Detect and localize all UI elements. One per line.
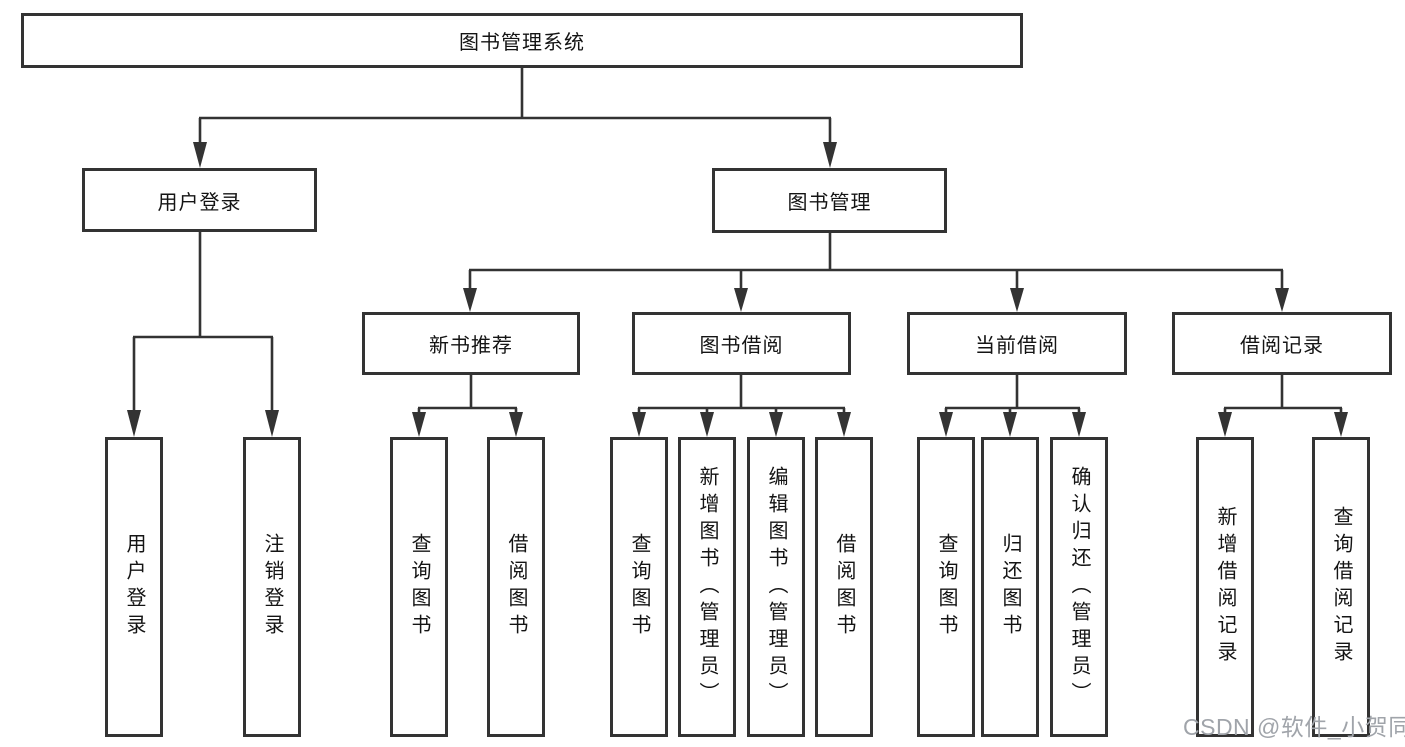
node-book-borrowing: 图书借阅 — [632, 312, 851, 375]
leaf-user-login: 用户登录 — [105, 437, 163, 737]
node-root-library-system: 图书管理系统 — [21, 13, 1023, 68]
node-label: 注销登录 — [261, 533, 283, 641]
node-label: 查询借阅记录 — [1330, 506, 1352, 668]
node-label: 新书推荐 — [429, 335, 513, 357]
node-label: 编辑图书（管理员） — [765, 465, 787, 709]
csdn-watermark: CSDN @软件_小贺同学 — [1183, 714, 1405, 740]
node-label: 查询图书 — [628, 533, 650, 641]
node-label: 用户登录 — [123, 533, 145, 641]
node-label: 新增借阅记录 — [1214, 506, 1236, 668]
node-user-login-branch: 用户登录 — [82, 168, 317, 232]
leaf-add-borrow-record: 新增借阅记录 — [1196, 437, 1254, 737]
node-label: 用户登录 — [157, 191, 242, 214]
node-label: 新增图书（管理员） — [696, 465, 718, 709]
node-label: 图书管理 — [787, 192, 872, 214]
node-label: 查询图书 — [408, 533, 430, 641]
leaf-query-borrow-record: 查询借阅记录 — [1312, 437, 1370, 737]
leaf-return-books: 归还图书 — [981, 437, 1039, 737]
node-label: 借阅图书 — [833, 533, 855, 641]
node-borrowing-records: 借阅记录 — [1172, 312, 1392, 375]
leaf-query-books-3: 查询图书 — [917, 437, 975, 737]
node-book-management-branch: 图书管理 — [712, 168, 947, 233]
leaf-borrow-books-2: 借阅图书 — [815, 437, 873, 737]
leaf-add-books-admin: 新增图书（管理员） — [678, 437, 736, 737]
node-label: 借阅记录 — [1240, 335, 1324, 357]
node-label: 确认归还（管理员） — [1068, 465, 1090, 709]
leaf-query-books-1: 查询图书 — [390, 437, 448, 737]
node-label: 查询图书 — [935, 533, 957, 641]
node-label: 图书借阅 — [699, 335, 784, 357]
leaf-query-books-2: 查询图书 — [610, 437, 668, 737]
leaf-confirm-return-admin: 确认归还（管理员） — [1050, 437, 1108, 737]
leaf-edit-books-admin: 编辑图书（管理员） — [747, 437, 805, 737]
node-current-borrowing: 当前借阅 — [907, 312, 1127, 375]
leaf-borrow-books-1: 借阅图书 — [487, 437, 545, 737]
node-label: 当前借阅 — [975, 335, 1059, 357]
node-label: 借阅图书 — [505, 533, 527, 641]
node-label: 归还图书 — [999, 533, 1021, 641]
node-label: 图书管理系统 — [459, 32, 585, 54]
leaf-logout: 注销登录 — [243, 437, 301, 737]
node-new-book-recommend: 新书推荐 — [362, 312, 580, 375]
